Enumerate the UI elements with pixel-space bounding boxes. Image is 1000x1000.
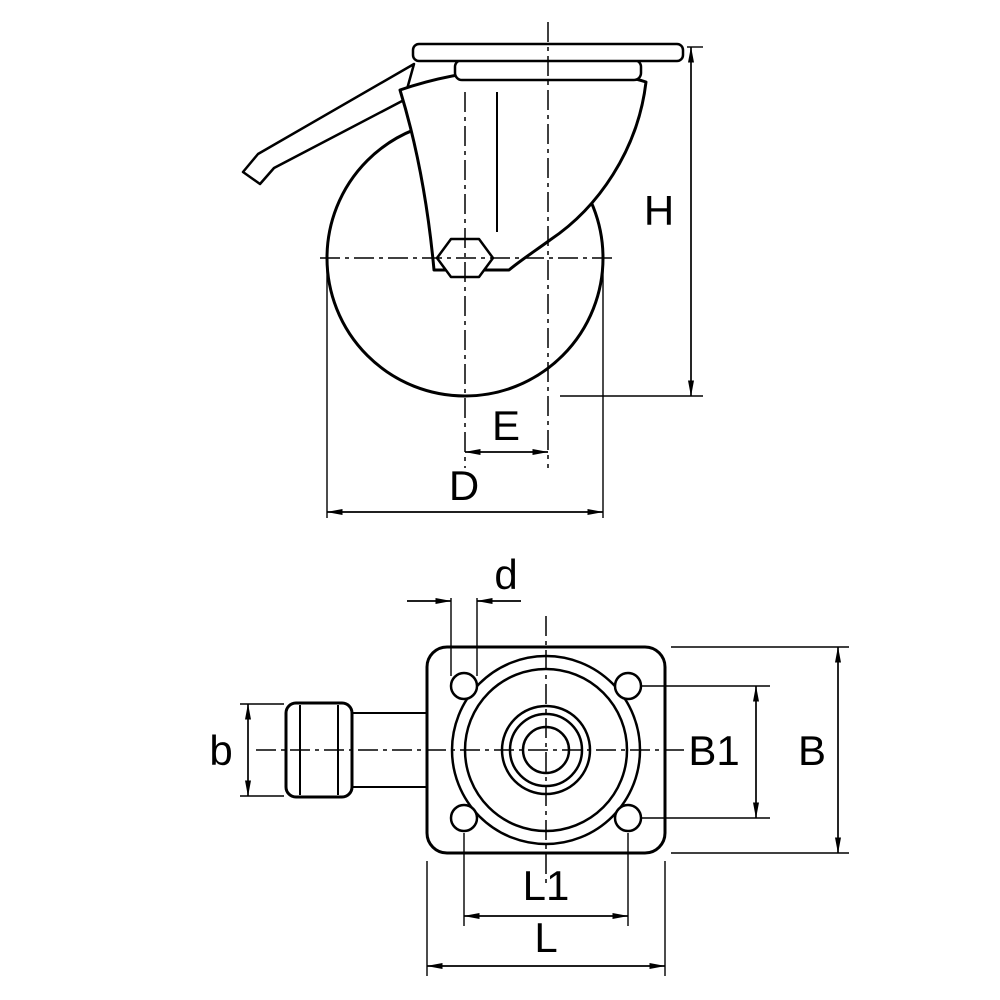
- bolt-hole-top-right: [613, 671, 643, 701]
- dimension-D: D: [326, 266, 604, 518]
- bolt-hole-bottom-left: [449, 803, 479, 833]
- bolt-hole-top-left: [449, 671, 479, 701]
- swivel-fork: [398, 66, 648, 272]
- plan-view: d b B1 B L1: [209, 551, 849, 976]
- dimension-label-d: d: [494, 551, 517, 598]
- dimension-label-E: E: [492, 402, 520, 449]
- side-view-centerlines: [320, 22, 616, 468]
- plan-view-centerlines: [256, 616, 684, 884]
- bolt-hole-bottom-right: [613, 803, 643, 833]
- dimension-B: B: [671, 646, 849, 854]
- dimension-label-L: L: [534, 914, 557, 961]
- dimension-L: L: [426, 861, 666, 976]
- brake-lever: [241, 62, 416, 186]
- dimension-label-L1: L1: [523, 862, 570, 909]
- dimension-label-B: B: [798, 727, 826, 774]
- dimension-d: d: [407, 551, 521, 676]
- dimension-label-D: D: [449, 462, 479, 509]
- dimension-label-H: H: [644, 187, 674, 234]
- bolt-holes: [449, 671, 643, 833]
- dimension-label-b: b: [209, 727, 232, 774]
- dimension-b: b: [209, 703, 284, 797]
- dimension-label-B1: B1: [688, 727, 739, 774]
- dimension-L1: L1: [463, 833, 629, 926]
- dimension-B1: B1: [641, 685, 770, 819]
- dimension-H: H: [560, 46, 703, 397]
- dimension-E: E: [464, 402, 549, 455]
- side-view: H E D: [241, 22, 703, 518]
